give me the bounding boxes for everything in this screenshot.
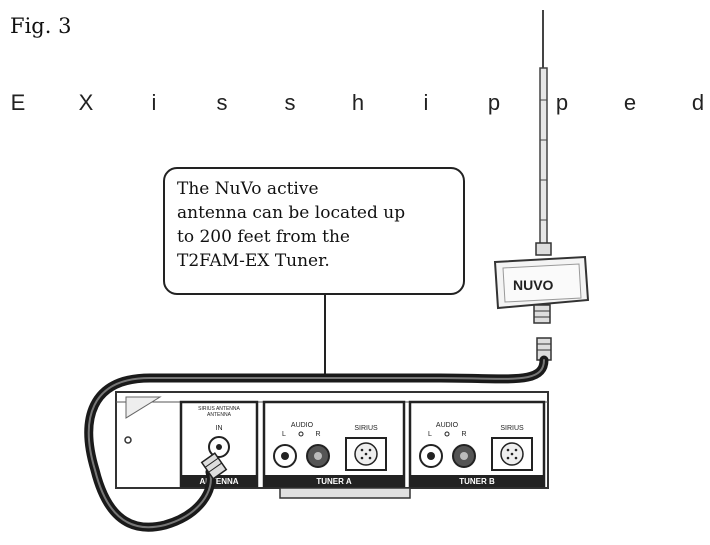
- letter: d: [691, 90, 705, 115]
- callout-line: to 200 feet from the: [177, 227, 350, 247]
- tuner-b-label: TUNER B: [459, 477, 495, 486]
- tuner-b-audio-label: AUDIO: [436, 422, 459, 429]
- coax-cable-highlight: [87, 359, 545, 529]
- spaced-letters-line: E X i s s h i p p e d: [8, 90, 708, 116]
- tuner-a-l-label: L: [282, 431, 286, 438]
- tuner-b-sirius-label: SIRIUS: [500, 425, 524, 432]
- figure-label: Fig. 3: [10, 14, 72, 38]
- antenna-whip: [535, 10, 552, 256]
- letter: h: [351, 90, 365, 115]
- coax-plug: [200, 452, 228, 480]
- letter: s: [284, 90, 296, 115]
- letter: s: [216, 90, 228, 115]
- letter: E: [10, 90, 26, 115]
- callout-line: antenna can be located up: [177, 203, 406, 223]
- letter: X: [78, 90, 94, 115]
- callout-box: The NuVo active antenna can be located u…: [163, 167, 465, 295]
- tuner-b-section: AUDIO L R SIRIUS TUNER B: [408, 400, 546, 488]
- letter: p: [487, 90, 501, 115]
- tuner-a-section: AUDIO L R SIRIUS TUNER A: [262, 400, 406, 488]
- antenna-top-label: SIRIUS ANTENNA: [198, 406, 240, 412]
- nuvo-antenna-module: NUVO: [493, 255, 590, 324]
- letter: i: [151, 90, 157, 115]
- letter: i: [423, 90, 429, 115]
- tuner-a-label: TUNER A: [316, 477, 351, 486]
- tuner-b-r-label: R: [461, 431, 466, 438]
- antenna-top-label-2: ANTENNA: [207, 412, 232, 418]
- antenna-section-label: ANTENNA: [199, 477, 238, 486]
- tuner-a-sirius-label: SIRIUS: [354, 425, 378, 432]
- tuner-a-r-label: R: [315, 431, 320, 438]
- callout-line: T2FAM-EX Tuner.: [177, 251, 330, 271]
- antenna-in-label: IN: [216, 425, 223, 432]
- letter: p: [555, 90, 569, 115]
- tuner-a-audio-label: AUDIO: [291, 422, 314, 429]
- antenna-brand-label: NUVO: [513, 277, 554, 293]
- antenna-cable-connector: [536, 337, 552, 361]
- callout-line: The NuVo active: [177, 179, 319, 199]
- tuner-b-l-label: L: [428, 431, 432, 438]
- letter: e: [623, 90, 637, 115]
